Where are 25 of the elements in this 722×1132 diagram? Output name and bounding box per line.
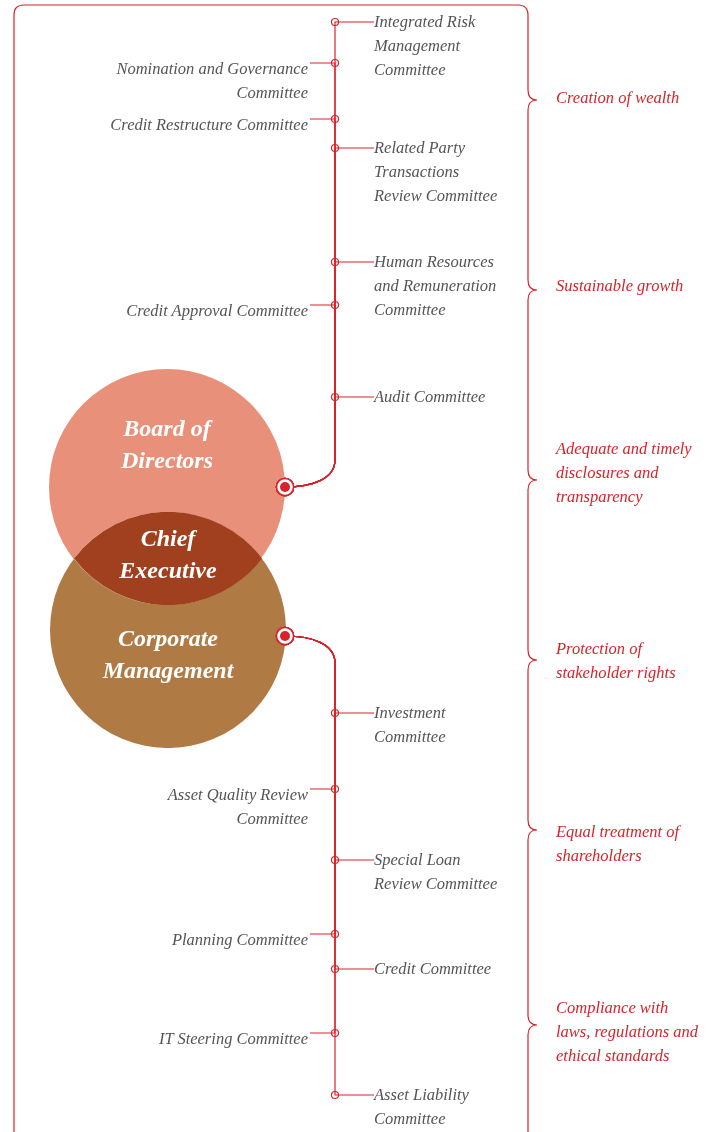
committee-name: Credit Approval Committee	[100, 299, 308, 323]
overlap-lens	[73, 512, 263, 605]
committee-name: Special Loan Review Committee	[374, 848, 504, 896]
principle-text: Adequate and timely disclosures and transparency	[556, 438, 693, 508]
committee-name: Integrated Risk Management Committee	[374, 10, 504, 82]
circle-title: Chief Executive	[118, 524, 218, 585]
committee-name: IT Steering Committee	[100, 1027, 308, 1051]
committee-name: Asset Liability Committee	[374, 1083, 504, 1131]
committee-name: Audit Committee	[374, 385, 504, 409]
principle-text: Creation of wealth	[556, 87, 681, 109]
committee-name: Related Party Transactions Review Committee	[374, 136, 504, 208]
circle-title: Corporate Management	[101, 624, 235, 685]
principle-text: Compliance with laws, regulations and ethical standards	[556, 997, 699, 1067]
committee-name: Asset Quality Review Committee	[100, 783, 308, 831]
committee-name: Nomination and Governance Committee	[100, 57, 308, 105]
committee-name: Planning Committee	[100, 928, 308, 952]
principle-text: Equal treatment of shareholders	[556, 821, 682, 867]
principle-text: Sustainable growth	[556, 275, 685, 297]
committee-name: Credit Committee	[374, 957, 504, 981]
connector-line	[275, 396, 375, 497]
committee-name: Credit Restructure Committee	[100, 113, 308, 137]
committee-name: Investment Committee	[374, 701, 504, 749]
principle-text: Protection of stakeholder rights	[556, 638, 677, 684]
circle-title: Board of Directors	[120, 414, 214, 475]
committee-name: Human Resources and Remuneration Committee	[374, 250, 504, 322]
